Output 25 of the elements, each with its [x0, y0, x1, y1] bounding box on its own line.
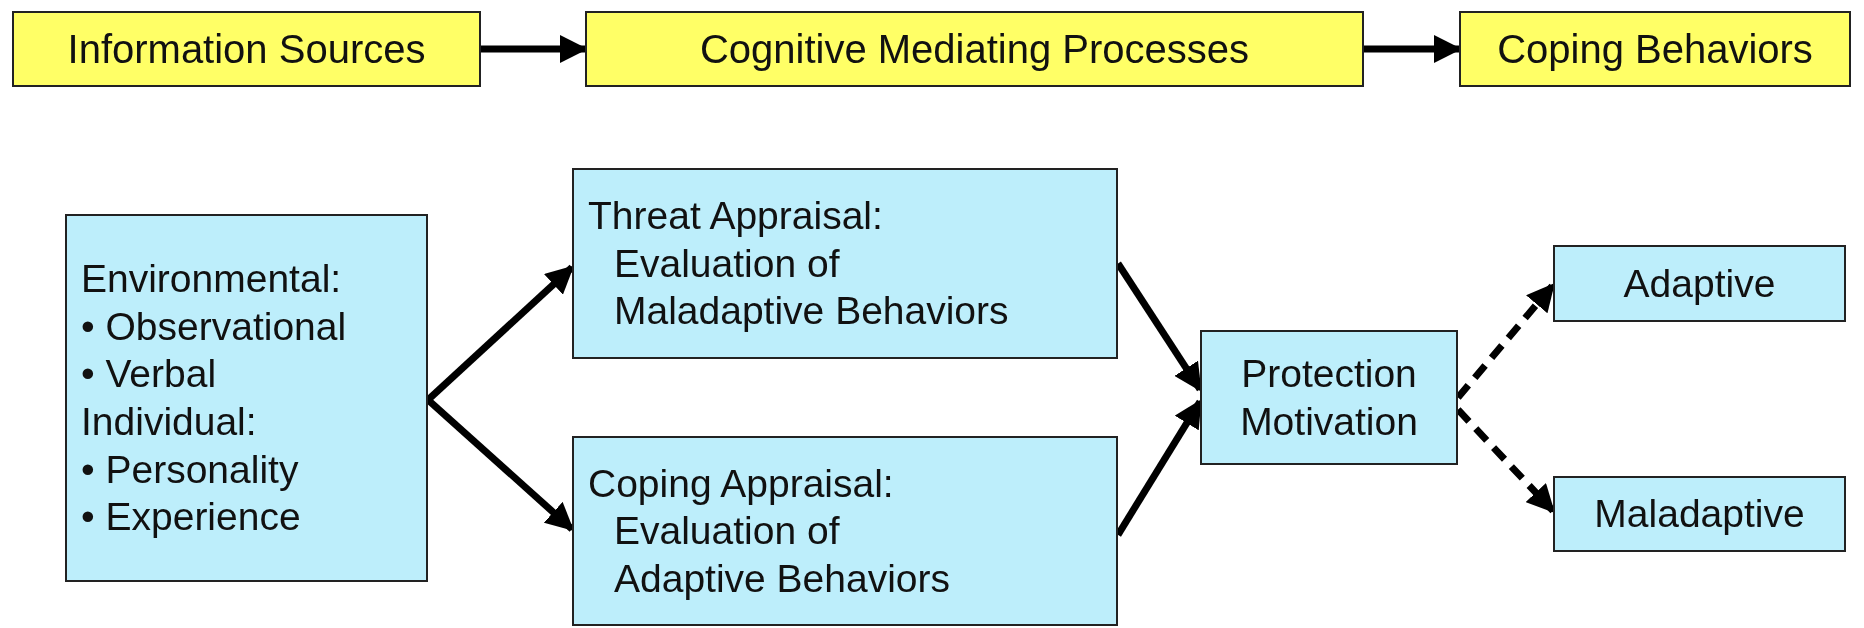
box-text: Coping Appraisal:: [588, 460, 894, 507]
box-text: Evaluation of Adaptive Behaviors: [613, 508, 952, 602]
box-text: • Observational: [81, 303, 347, 350]
box-text: Information Sources: [67, 25, 426, 73]
box-text: Protection Motivation: [1239, 350, 1419, 445]
process-box: [572, 168, 1118, 359]
box-text: • Experience: [81, 494, 301, 541]
box-text: Evaluation of Maladaptive Behaviors: [613, 240, 1010, 335]
box-text: Maladaptive: [1594, 491, 1805, 538]
process-box: [572, 436, 1118, 626]
process-box: [65, 214, 428, 582]
process-box: [1200, 330, 1458, 465]
box-text: Adaptive: [1623, 260, 1776, 307]
box-text: • Personality: [81, 446, 299, 493]
process-box: [1553, 245, 1846, 322]
stage-box: [12, 11, 481, 87]
box-text: Threat Appraisal:: [588, 193, 883, 240]
stage-box: [585, 11, 1364, 87]
box-text: • Verbal: [81, 351, 217, 398]
box-text: Coping Behaviors: [1497, 25, 1813, 73]
process-box: [1553, 476, 1846, 552]
stage-box: [1459, 11, 1851, 87]
box-text: Individual:: [81, 399, 257, 445]
box-text: Environmental:: [81, 256, 342, 303]
box-text: Cognitive Mediating Processes: [699, 25, 1250, 73]
